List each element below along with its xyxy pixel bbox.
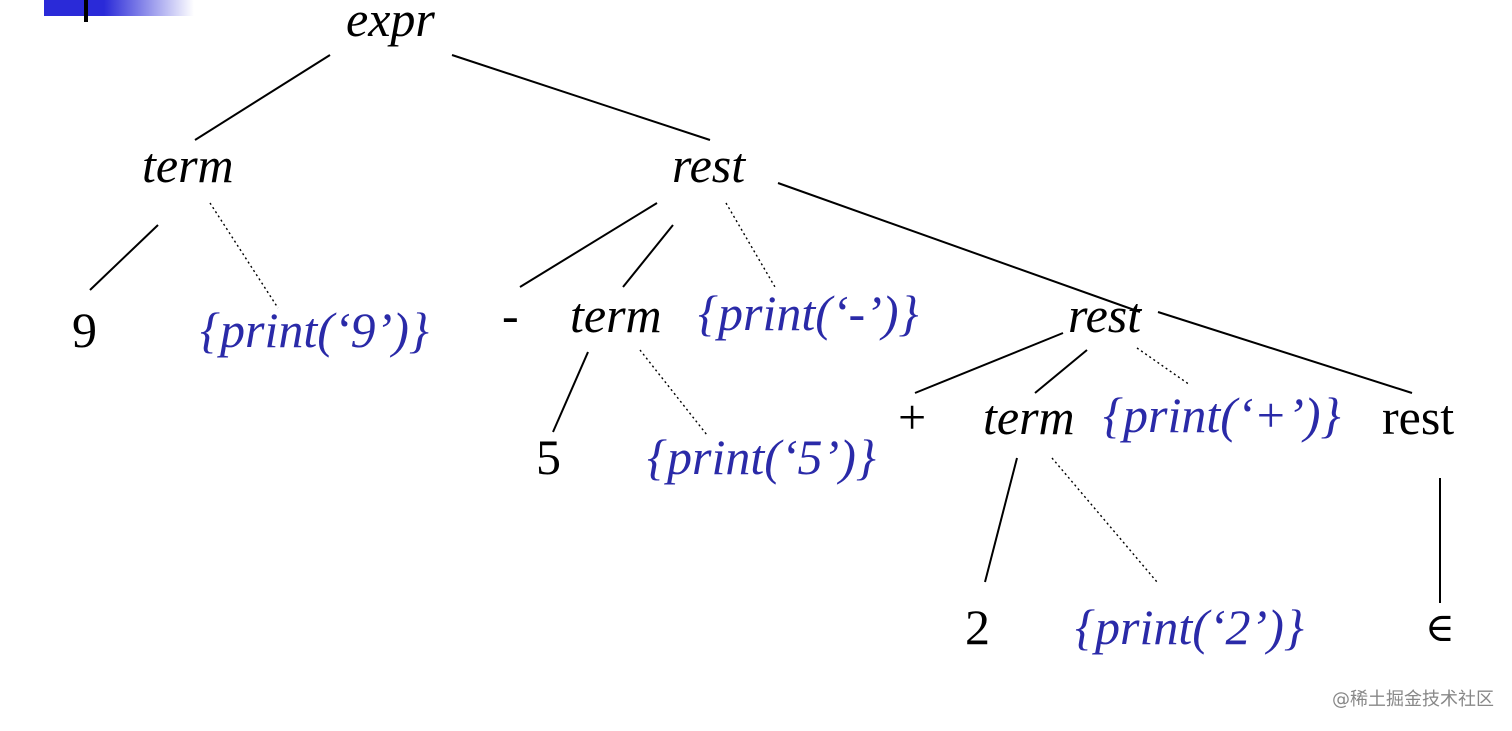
node-plus: + xyxy=(898,389,927,445)
edge-term2-print5 xyxy=(639,349,708,436)
node-action-print-5: {print(‘5’)} xyxy=(647,429,876,485)
edge-term3-print2 xyxy=(1051,457,1158,583)
edge-rest-minus xyxy=(519,202,658,288)
edge-rest-rest2 xyxy=(777,182,1141,313)
node-expr: expr xyxy=(346,0,435,47)
edge-expr-term xyxy=(194,54,331,141)
node-action-print-minus: {print(‘-’)} xyxy=(698,285,919,341)
node-epsilon: ∈ xyxy=(1425,605,1455,650)
node-action-print-9: {print(‘9’)} xyxy=(200,302,429,358)
edge-term-print9 xyxy=(209,202,279,309)
node-rest-2: rest xyxy=(1068,287,1142,343)
node-term-3: term xyxy=(983,389,1075,445)
node-digit-2: 2 xyxy=(965,599,990,655)
node-action-print-2: {print(‘2’)} xyxy=(1075,599,1304,655)
edge-term3-2 xyxy=(984,457,1018,583)
node-digit-5: 5 xyxy=(536,429,561,485)
node-rest: rest xyxy=(672,137,746,193)
node-action-print-plus: {print(‘+’)} xyxy=(1103,387,1341,443)
edge-expr-rest xyxy=(451,54,711,141)
edge-rest2-printplus xyxy=(1136,347,1191,386)
node-digit-9: 9 xyxy=(72,302,97,358)
node-term-2: term xyxy=(570,287,662,343)
edge-term-9 xyxy=(89,224,159,291)
edge-rest2-plus xyxy=(914,332,1064,394)
edge-rest2-rest3 xyxy=(1157,311,1413,394)
node-minus: - xyxy=(502,287,519,343)
edge-rest-term2 xyxy=(622,224,674,288)
watermark: @稀土掘金技术社区 xyxy=(1332,689,1494,710)
edge-rest2-term3 xyxy=(1034,349,1088,394)
edge-rest-printminus xyxy=(725,202,776,288)
node-rest-3: rest xyxy=(1382,389,1455,445)
slide-corner-banner xyxy=(44,0,194,16)
edge-term2-5 xyxy=(552,351,589,433)
slide-corner-tick xyxy=(84,0,88,22)
node-term: term xyxy=(142,137,234,193)
